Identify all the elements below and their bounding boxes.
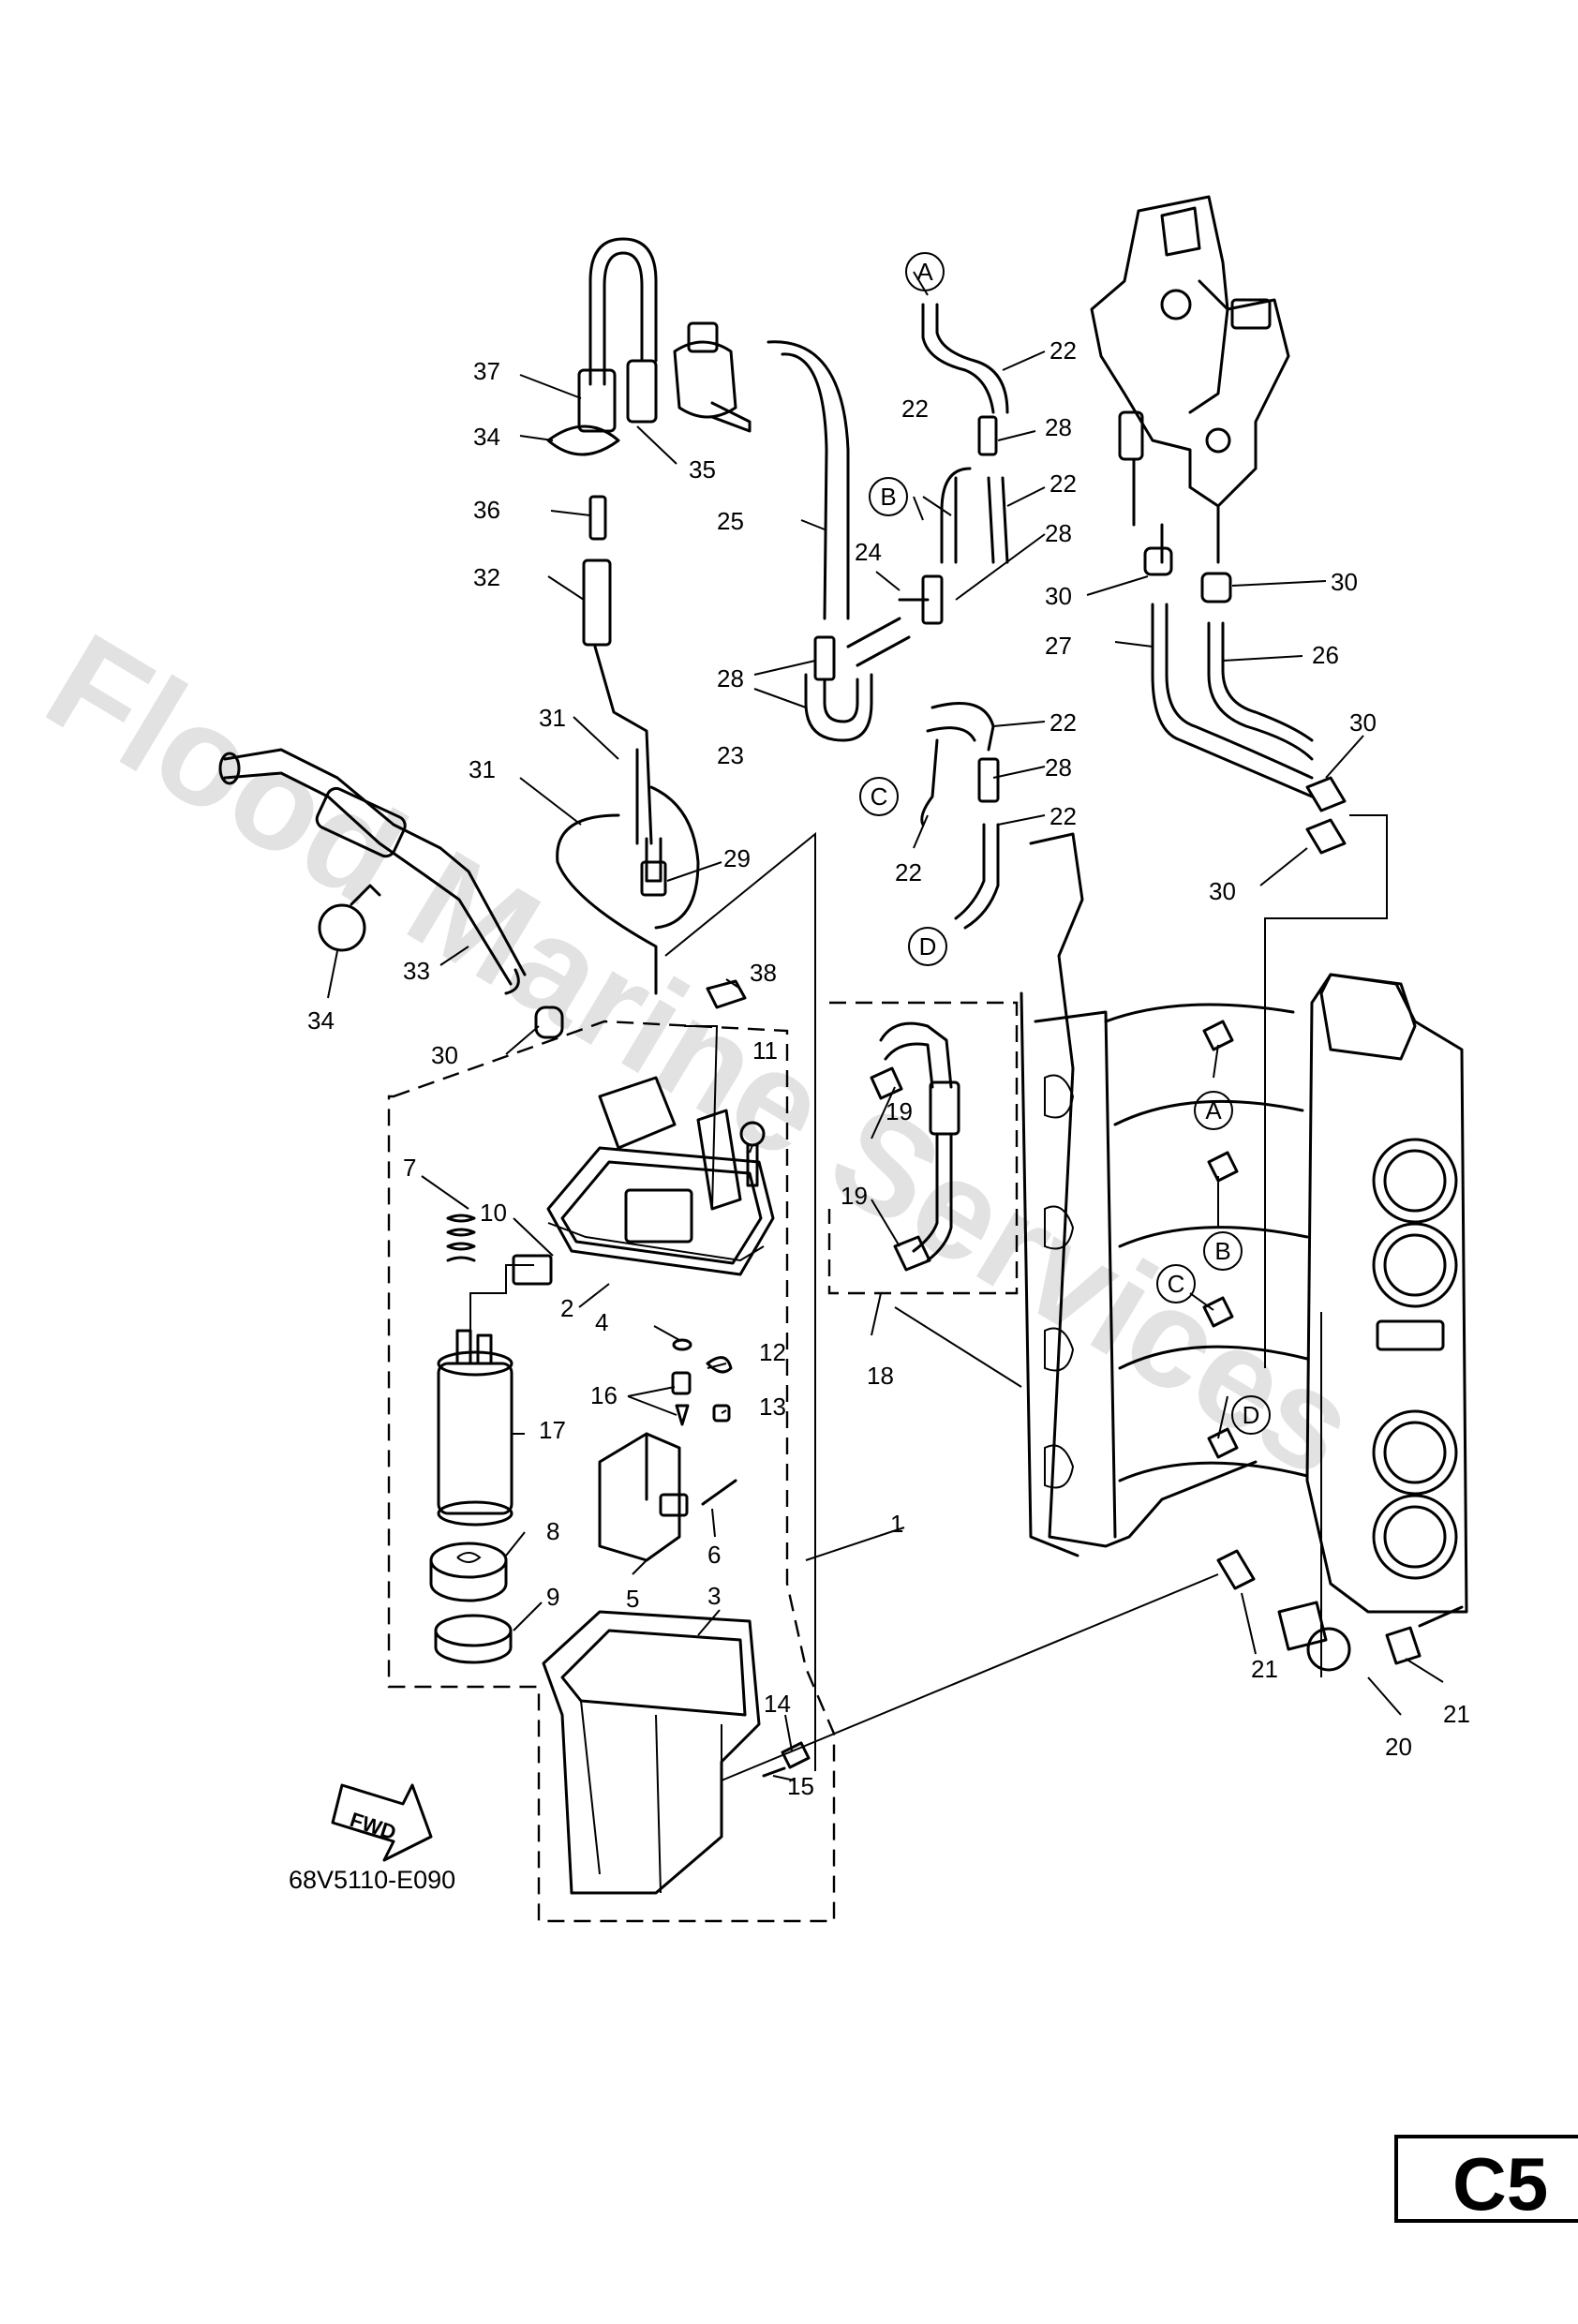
callout-26: 26	[1312, 641, 1339, 669]
callout-14: 14	[764, 1690, 791, 1718]
callout-25: 25	[717, 507, 744, 535]
callout-28b: 28	[1045, 519, 1072, 547]
callout-6: 6	[707, 1541, 721, 1569]
callout-numbers: 1 2 3 4 5 6 7 8 9 10 11 12 13 14 15 16 1…	[307, 336, 1470, 1800]
fuel-connector-hose	[218, 748, 527, 999]
callout-28c: 28	[717, 664, 744, 693]
callout-22b: 22	[901, 395, 929, 423]
diagram-reference-code: 68V5110-E090	[289, 1866, 455, 1894]
fwd-arrow: FWD	[331, 1783, 433, 1862]
ref-letter-d-manifold: D	[1243, 1401, 1260, 1429]
hose-group-18	[827, 1001, 1022, 1388]
callout-21b: 21	[1443, 1700, 1470, 1728]
callout-37: 37	[473, 357, 500, 385]
callout-18: 18	[867, 1362, 894, 1390]
callout-1: 1	[890, 1510, 903, 1538]
callout-23: 23	[717, 741, 744, 769]
callout-30e: 30	[431, 1041, 458, 1069]
upper-fuel-hoses	[519, 237, 850, 995]
callout-20: 20	[1385, 1733, 1412, 1761]
callout-7: 7	[403, 1154, 416, 1182]
ref-letter-a-manifold: A	[1205, 1096, 1222, 1125]
callout-9: 9	[546, 1583, 559, 1611]
valve-assembly	[1086, 195, 1388, 1368]
fwd-label: FWD	[347, 1808, 398, 1844]
callout-11: 11	[752, 1036, 778, 1065]
mid-vapor-hoses	[753, 271, 1046, 930]
reference-letters: A B C D A B C D	[859, 252, 1271, 1435]
callout-19: 19	[886, 1097, 913, 1125]
callout-30c: 30	[1349, 708, 1377, 737]
ref-letter-c-top: C	[871, 782, 888, 811]
page-code-box: C5	[1394, 2135, 1578, 2226]
callout-3: 3	[707, 1582, 721, 1610]
callout-34a: 34	[473, 423, 500, 451]
callout-13: 13	[759, 1393, 786, 1421]
callout-30d: 30	[1209, 877, 1236, 905]
callout-30b: 30	[1331, 568, 1358, 596]
callout-2: 2	[560, 1294, 573, 1322]
callout-28d: 28	[1045, 753, 1072, 782]
callout-30a: 30	[1045, 582, 1072, 610]
callout-22d: 22	[1050, 708, 1077, 737]
callout-35: 35	[689, 455, 716, 484]
callout-12: 12	[759, 1338, 786, 1366]
page-code: C5	[1452, 2142, 1548, 2226]
callout-29: 29	[723, 844, 751, 872]
callout-32: 32	[473, 563, 500, 591]
callout-38: 38	[750, 959, 777, 987]
callout-4: 4	[595, 1308, 608, 1336]
callout-33: 33	[403, 957, 430, 985]
ref-letter-d-top: D	[919, 932, 937, 961]
intake-manifold	[1020, 832, 1468, 1716]
callout-8: 8	[546, 1517, 559, 1545]
callout-17: 17	[539, 1416, 566, 1444]
callout-22e: 22	[895, 858, 922, 886]
callout-5: 5	[626, 1585, 639, 1613]
callout-10: 10	[480, 1199, 507, 1227]
callout-27: 27	[1045, 632, 1072, 660]
callout-19b: 19	[841, 1182, 868, 1210]
callout-28a: 28	[1045, 413, 1072, 441]
callout-16: 16	[590, 1381, 618, 1409]
callout-21: 21	[1251, 1655, 1278, 1683]
callout-22f: 22	[1050, 802, 1077, 830]
callout-24: 24	[855, 538, 882, 566]
vapor-separator-group	[387, 978, 905, 1923]
callout-36: 36	[473, 496, 500, 524]
ref-letter-a-top: A	[916, 258, 933, 286]
callout-15: 15	[787, 1772, 814, 1800]
callout-34b: 34	[307, 1006, 335, 1035]
ref-letter-c-manifold: C	[1168, 1270, 1185, 1298]
connection-lines	[664, 831, 1219, 1781]
ref-letter-b-top: B	[880, 483, 896, 511]
ref-letter-b-manifold: B	[1214, 1237, 1230, 1265]
callout-22a: 22	[1050, 336, 1077, 365]
callout-31a: 31	[539, 704, 566, 732]
callout-31b: 31	[469, 755, 496, 783]
callout-22c: 22	[1050, 469, 1077, 498]
